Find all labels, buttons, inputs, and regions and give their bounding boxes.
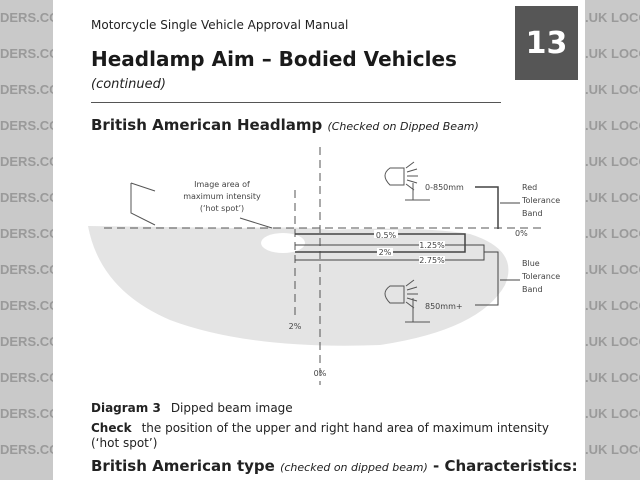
watermark-text: DERS.CO.UK bbox=[0, 226, 53, 241]
watermark-text: DERS.CO.UK bbox=[0, 468, 53, 480]
blue-band-label: Blue bbox=[522, 259, 540, 268]
zero-h-label: 0% bbox=[515, 229, 528, 238]
watermark-text: DERS.CO.UK bbox=[0, 190, 53, 205]
type-suffix: - Characteristics: bbox=[427, 457, 578, 475]
watermark-text: DERS.CO.UK bbox=[0, 262, 53, 277]
page-title: Headlamp Aim – Bodied Vehicles bbox=[91, 47, 457, 71]
line-label-2: 2% bbox=[379, 248, 392, 257]
diagram-caption: Diagram 3 Dipped beam image bbox=[91, 401, 293, 415]
watermark-text: .UK LOCOST bbox=[585, 118, 640, 133]
divider bbox=[91, 102, 501, 103]
watermark-text: DERS.CO.UK bbox=[0, 406, 53, 421]
watermark-right: .UK LOCOST .UK LOCOST .UK LOCOST .UK LOCOST… bbox=[585, 0, 640, 480]
zero-v-label: 0% bbox=[314, 369, 327, 378]
section-title-text: British American Headlamp bbox=[91, 116, 323, 134]
chapter-badge: 13 bbox=[515, 6, 578, 80]
blue-band-label: Tolerance bbox=[521, 272, 560, 281]
check-label: Check bbox=[91, 421, 132, 435]
watermark-text: .UK LOCOST bbox=[585, 262, 640, 277]
watermark-text: .UK LOCOST bbox=[585, 468, 640, 480]
watermark-text: .UK LOCOST bbox=[585, 226, 640, 241]
watermark-text: DERS.CO.UK bbox=[0, 118, 53, 133]
type-title: British American type bbox=[91, 457, 275, 475]
watermark-text: DERS.CO.UK bbox=[0, 154, 53, 169]
watermark-text: DERS.CO.UK bbox=[0, 298, 53, 313]
dipped-beam-diagram: Image area of maximum intensity (‘hot sp… bbox=[88, 147, 560, 385]
headlamp-icon-high bbox=[384, 279, 430, 323]
watermark-text: .UK LOCOST bbox=[585, 298, 640, 313]
line-label-2.75: 2.75% bbox=[419, 256, 445, 265]
section-title: British American Headlamp (Checked on Di… bbox=[91, 116, 479, 134]
cutoff-kink bbox=[130, 182, 156, 226]
watermark-text: DERS.CO.UK bbox=[0, 334, 53, 349]
caption-label: Diagram 3 bbox=[91, 401, 161, 415]
blue-band-label: Band bbox=[522, 285, 543, 294]
document-page: Motorcycle Single Vehicle Approval Manua… bbox=[53, 0, 585, 480]
tolerance-lines bbox=[295, 186, 520, 306]
hot-spot bbox=[261, 233, 305, 253]
hot-spot-label: maximum intensity bbox=[183, 192, 261, 201]
hot-spot-label: Image area of bbox=[194, 180, 250, 189]
line-label-0.5: 0.5% bbox=[376, 231, 397, 240]
red-band-label: Band bbox=[522, 209, 543, 218]
watermark-text: .UK LOCOST bbox=[585, 154, 640, 169]
caption-text: Dipped beam image bbox=[170, 401, 293, 415]
watermark-text: DERS.CO.UK bbox=[0, 46, 53, 61]
manual-title: Motorcycle Single Vehicle Approval Manua… bbox=[91, 18, 349, 32]
height-low-label: 0-850mm bbox=[425, 183, 464, 192]
watermark-text: .UK LOCOST bbox=[585, 334, 640, 349]
headlamp-icon-low bbox=[384, 161, 430, 201]
watermark-text: .UK LOCOST bbox=[585, 370, 640, 385]
section-note: (Checked on Dipped Beam) bbox=[327, 120, 479, 133]
watermark-text: .UK LOCOST bbox=[585, 46, 640, 61]
watermark-text: .UK LOCOST bbox=[585, 442, 640, 457]
watermark-text: .UK LOCOST bbox=[585, 190, 640, 205]
watermark-text: DERS.CO.UK bbox=[0, 82, 53, 97]
hot-spot-pointer bbox=[239, 217, 273, 229]
type-note: (checked on dipped beam) bbox=[280, 461, 428, 474]
line-label-1.25: 1.25% bbox=[419, 241, 445, 250]
watermark-text: .UK LOCOST bbox=[585, 406, 640, 421]
watermark-text: .UK LOCOST bbox=[585, 82, 640, 97]
watermark-text: .UK LOCOST bbox=[585, 10, 640, 25]
watermark-left: DERS.CO.UK DERS.CO.UK DERS.CO.UK DERS.CO.UK… bbox=[0, 0, 53, 480]
hot-spot-label: (‘hot spot’) bbox=[200, 204, 244, 213]
beam-pattern bbox=[88, 226, 509, 346]
red-band-label: Tolerance bbox=[521, 196, 560, 205]
watermark-text: DERS.CO.UK bbox=[0, 10, 53, 25]
watermark-text: DERS.CO.UK bbox=[0, 370, 53, 385]
two-v-label: 2% bbox=[289, 322, 302, 331]
check-text: the position of the upper and right hand… bbox=[91, 421, 549, 450]
continued-label: (continued) bbox=[91, 77, 166, 92]
watermark-text: DERS.CO.UK bbox=[0, 442, 53, 457]
height-high-label: 850mm+ bbox=[425, 302, 463, 311]
red-band-label: Red bbox=[522, 183, 537, 192]
type-heading: British American type (checked on dipped… bbox=[91, 457, 578, 475]
